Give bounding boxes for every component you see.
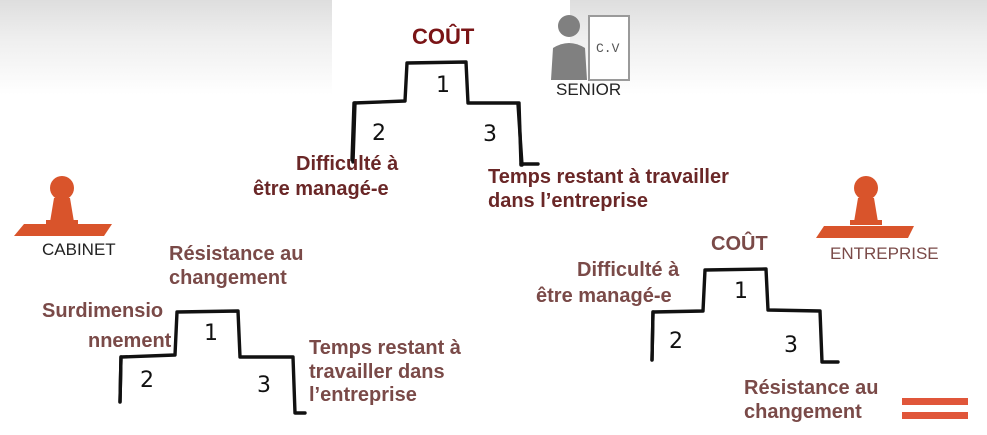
entreprise-pos1: 1 <box>734 279 748 304</box>
top-podium-title: COÛT <box>412 24 475 49</box>
top-panel-background <box>332 0 570 120</box>
cabinet-pawn-icon <box>14 176 112 236</box>
top-left-label-2: être managé-e <box>253 178 389 200</box>
cabinet-pos1: 1 <box>204 321 218 346</box>
cabinet-top-label: Résistance au changement <box>169 243 304 289</box>
senior-label: SENIOR <box>556 80 622 99</box>
entreprise-left-label: Difficulté à <box>577 259 680 281</box>
entreprise-label: ENTREPRISE <box>830 244 939 263</box>
equals-icon <box>902 398 968 419</box>
entreprise-podium-title: COÛT <box>711 233 768 255</box>
cabinet-left-label-2: nnement <box>88 330 172 352</box>
top-podium-pos1: 1 <box>436 73 450 98</box>
cabinet-left-label-1: Surdimensio <box>42 300 164 322</box>
top-right-label: Temps restant à travailler dans l’entrep… <box>488 166 729 212</box>
entreprise-pos3: 3 <box>784 333 798 358</box>
entreprise-bottom-label: Résistance au changement <box>744 377 879 423</box>
cabinet-right-label: Temps restant à travailler dans l’entrep… <box>309 337 461 407</box>
senior-person-icon: C.V <box>551 15 630 81</box>
entreprise-pawn-icon <box>816 176 914 238</box>
top-left-label: Difficulté à <box>296 153 399 175</box>
cabinet-pos3: 3 <box>257 373 271 398</box>
cabinet-label: CABINET <box>42 240 116 259</box>
entreprise-pos2: 2 <box>669 329 683 354</box>
cv-label: C.V <box>596 41 620 56</box>
cabinet-pos2: 2 <box>140 368 154 393</box>
entreprise-left-label-2: être managé-e <box>536 285 672 307</box>
top-podium-pos2: 2 <box>372 121 386 146</box>
top-podium-pos3: 3 <box>483 122 497 147</box>
